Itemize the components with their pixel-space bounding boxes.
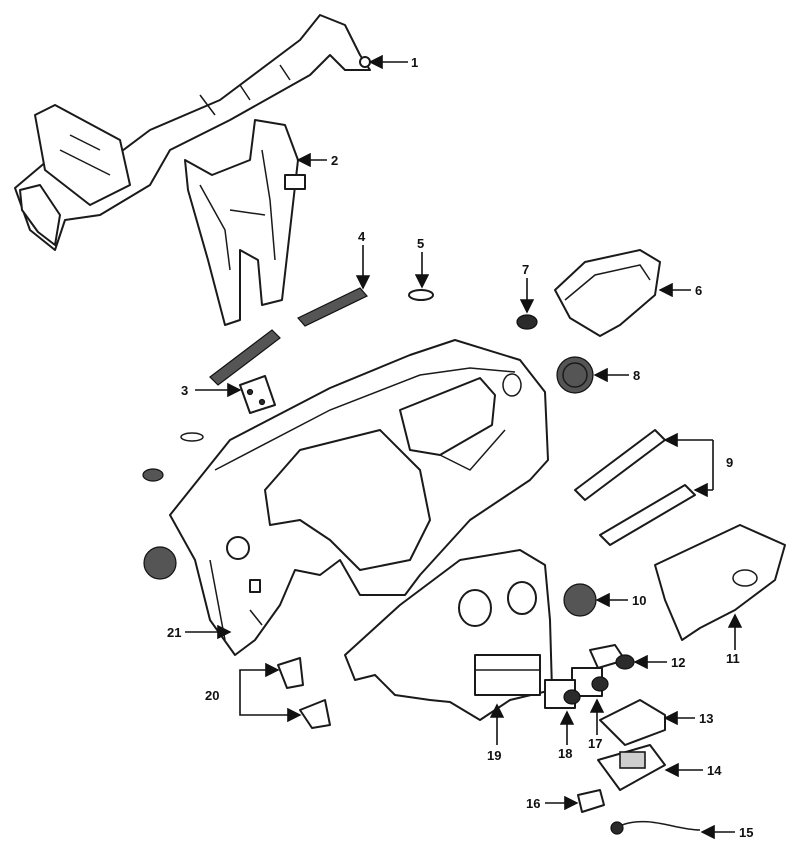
callout-17: 17 (588, 736, 602, 751)
instrument-panel-main (169, 339, 549, 656)
ashtray (597, 744, 666, 791)
callout-7: 7 (522, 262, 529, 277)
callout-20: 20 (205, 688, 219, 703)
callout-15: 15 (739, 825, 753, 840)
callout-6: 6 (695, 283, 702, 298)
speaker-grille-right (556, 356, 594, 394)
shift-bezel-plate (599, 699, 666, 746)
callout-14: 14 (707, 763, 722, 778)
defroster-vent-left (209, 329, 281, 386)
callout-3: 3 (181, 383, 188, 398)
trim-clip (408, 289, 434, 301)
fog-lamp-switch (544, 679, 581, 709)
callout-labels: 1 2 3 4 5 6 7 8 9 10 11 12 13 14 15 16 1… (167, 55, 753, 840)
callout-1: 1 (411, 55, 418, 70)
callout-21: 21 (167, 625, 181, 640)
callout-16: 16 (526, 796, 540, 811)
callout-19: 19 (487, 748, 501, 763)
callout-4: 4 (358, 229, 366, 244)
tweeter-grille (516, 314, 538, 330)
glovebox-support-rails (574, 429, 696, 546)
leader-lines (185, 54, 743, 840)
cross-car-beam (14, 14, 371, 251)
callout-18: 18 (558, 746, 572, 761)
callout-8: 8 (633, 368, 640, 383)
mounting-bracket-small (239, 375, 276, 414)
callout-2: 2 (331, 153, 338, 168)
lighter-wire-harness (610, 820, 701, 835)
defroster-vent-center (297, 287, 368, 327)
small-brackets (277, 657, 331, 729)
glovebox (654, 524, 786, 641)
callout-5: 5 (417, 236, 424, 251)
callout-13: 13 (699, 711, 713, 726)
passenger-airbag-cover (554, 249, 661, 337)
hazard-switch (589, 644, 635, 670)
center-console-bezel (344, 549, 553, 721)
illumination-lamp (577, 789, 605, 813)
speaker-grille-center (563, 583, 597, 617)
callout-12: 12 (671, 655, 685, 670)
callout-9: 9 (726, 455, 733, 470)
center-support-bracket (184, 119, 306, 326)
callout-11: 11 (726, 651, 740, 666)
rear-defrost-switch (571, 667, 609, 697)
callout-10: 10 (632, 593, 646, 608)
speaker-grille-left (142, 432, 204, 580)
